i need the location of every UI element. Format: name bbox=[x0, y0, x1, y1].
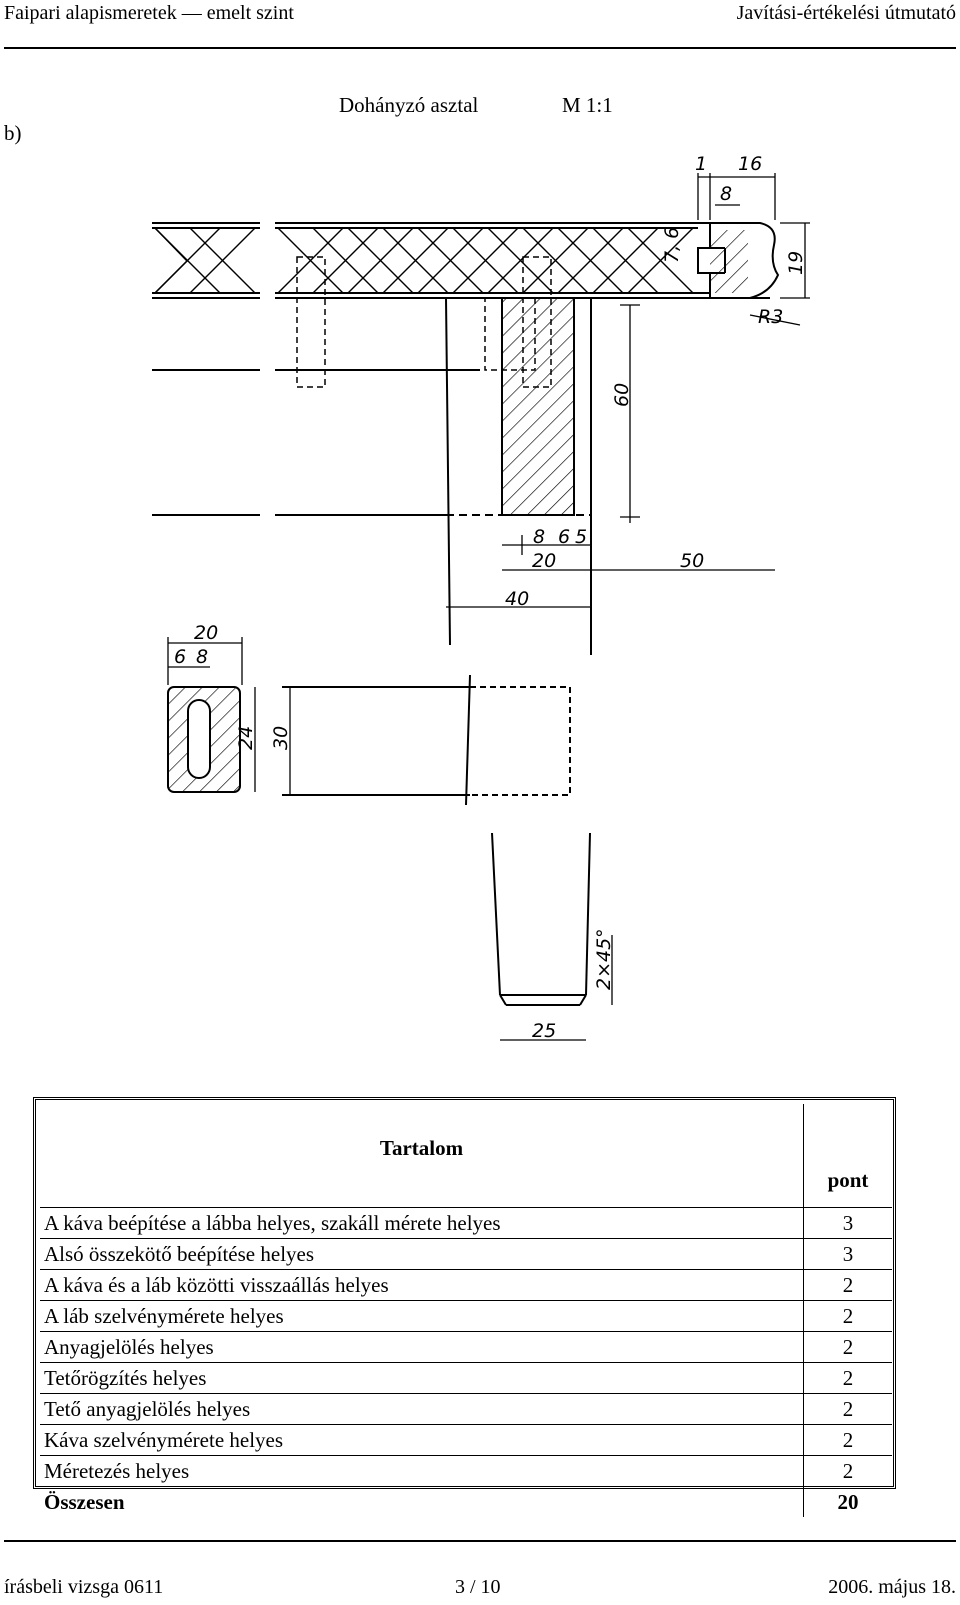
table-row: A láb szelvénymérete helyes 2 bbox=[40, 1300, 892, 1332]
svg-text:40: 40 bbox=[505, 588, 529, 610]
svg-text:25: 25 bbox=[532, 1020, 556, 1042]
footer-date: 2006. május 18. bbox=[828, 1576, 956, 1598]
dimension-lines bbox=[167, 173, 810, 1041]
svg-text:1: 1 bbox=[695, 153, 707, 175]
table-row: Anyagjelölés helyes 2 bbox=[40, 1331, 892, 1363]
table-row: Méretezés helyes 2 bbox=[40, 1455, 892, 1487]
row-label: Tető anyagjelölés helyes bbox=[40, 1393, 804, 1425]
score-table: Tartalom pont A káva beépítése a lábba h… bbox=[40, 1104, 892, 1517]
row-points: 2 bbox=[803, 1362, 892, 1394]
footer-rule bbox=[4, 1540, 956, 1542]
svg-text:19: 19 bbox=[785, 251, 807, 275]
svg-text:24: 24 bbox=[235, 726, 257, 750]
table-row: Alsó összekötő beépítése helyes 3 bbox=[40, 1238, 892, 1270]
svg-text:R3: R3 bbox=[758, 306, 783, 328]
row-points: 3 bbox=[803, 1207, 892, 1239]
total-points: 20 bbox=[803, 1486, 892, 1517]
row-label: A káva és a láb közötti visszaállás hely… bbox=[40, 1269, 804, 1301]
svg-text:2×45°: 2×45° bbox=[593, 928, 615, 990]
svg-text:7, 6: 7, 6 bbox=[661, 227, 683, 263]
leg-lower bbox=[491, 832, 591, 1006]
header-rule bbox=[4, 47, 956, 49]
drawing-scale: M 1:1 bbox=[562, 93, 613, 117]
table-row: Tetőrögzítés helyes 2 bbox=[40, 1362, 892, 1394]
svg-text:16: 16 bbox=[738, 153, 762, 175]
footer-page-number: 3 / 10 bbox=[455, 1576, 501, 1598]
table-row: Káva szelvénymérete helyes 2 bbox=[40, 1424, 892, 1456]
header-subject: Faipari alapismeretek — emelt szint bbox=[4, 2, 294, 24]
svg-text:30: 30 bbox=[270, 726, 292, 750]
edge-profile bbox=[697, 222, 780, 299]
page-header: Faipari alapismeretek — emelt szint Javí… bbox=[0, 0, 960, 50]
row-label: Káva szelvénymérete helyes bbox=[40, 1424, 804, 1456]
row-label: Alsó összekötő beépítése helyes bbox=[40, 1238, 804, 1270]
svg-text:20: 20 bbox=[194, 622, 218, 644]
total-row: Összesen 20 bbox=[40, 1486, 892, 1517]
svg-text:6: 6 bbox=[558, 526, 570, 548]
row-points: 2 bbox=[803, 1269, 892, 1301]
row-points: 2 bbox=[803, 1331, 892, 1363]
tabletop bbox=[152, 222, 770, 299]
row-label: Anyagjelölés helyes bbox=[40, 1331, 804, 1363]
row-points: 2 bbox=[803, 1393, 892, 1425]
leg-upper bbox=[152, 297, 592, 655]
total-label: Összesen bbox=[44, 1489, 125, 1514]
dimension-labels: 1 16 8 7, 6 19 R3 60 8 6 5 20 50 40 20 6… bbox=[174, 153, 807, 1042]
svg-text:8: 8 bbox=[196, 646, 208, 668]
row-label: A láb szelvénymérete helyes bbox=[40, 1300, 804, 1332]
svg-text:6: 6 bbox=[174, 646, 186, 668]
header-doc-type: Javítási-értékelési útmutató bbox=[736, 2, 956, 24]
svg-text:50: 50 bbox=[680, 550, 704, 572]
svg-text:8: 8 bbox=[533, 526, 545, 548]
part-label: b) bbox=[4, 121, 22, 145]
row-label: A káva beépítése a lábba helyes, szakáll… bbox=[40, 1207, 804, 1239]
row-points: 3 bbox=[803, 1238, 892, 1270]
footer-exam-code: írásbeli vizsga 0611 bbox=[4, 1576, 164, 1598]
svg-text:8: 8 bbox=[720, 183, 732, 205]
svg-text:60: 60 bbox=[611, 383, 633, 407]
row-points: 2 bbox=[803, 1424, 892, 1456]
header-points: pont bbox=[803, 1104, 892, 1208]
drawing-title: Dohányzó asztal bbox=[339, 93, 479, 117]
table-row: A káva beépítése a lábba helyes, szakáll… bbox=[40, 1207, 892, 1239]
svg-text:20: 20 bbox=[532, 550, 556, 572]
svg-text:5: 5 bbox=[575, 526, 587, 548]
technical-drawing: 1 16 8 7, 6 19 R3 60 8 6 5 20 50 40 20 6… bbox=[152, 153, 810, 1042]
row-points: 2 bbox=[803, 1455, 892, 1487]
table-row: Tető anyagjelölés helyes 2 bbox=[40, 1393, 892, 1425]
stretcher bbox=[167, 674, 571, 806]
header-content: Tartalom bbox=[40, 1104, 804, 1208]
row-points: 2 bbox=[803, 1300, 892, 1332]
score-table-header: Tartalom pont bbox=[40, 1104, 892, 1208]
score-table-box: Tartalom pont A káva beépítése a lábba h… bbox=[33, 1097, 896, 1517]
row-label: Méretezés helyes bbox=[40, 1455, 804, 1487]
table-row: A káva és a láb közötti visszaállás hely… bbox=[40, 1269, 892, 1301]
row-label: Tetőrögzítés helyes bbox=[40, 1362, 804, 1394]
